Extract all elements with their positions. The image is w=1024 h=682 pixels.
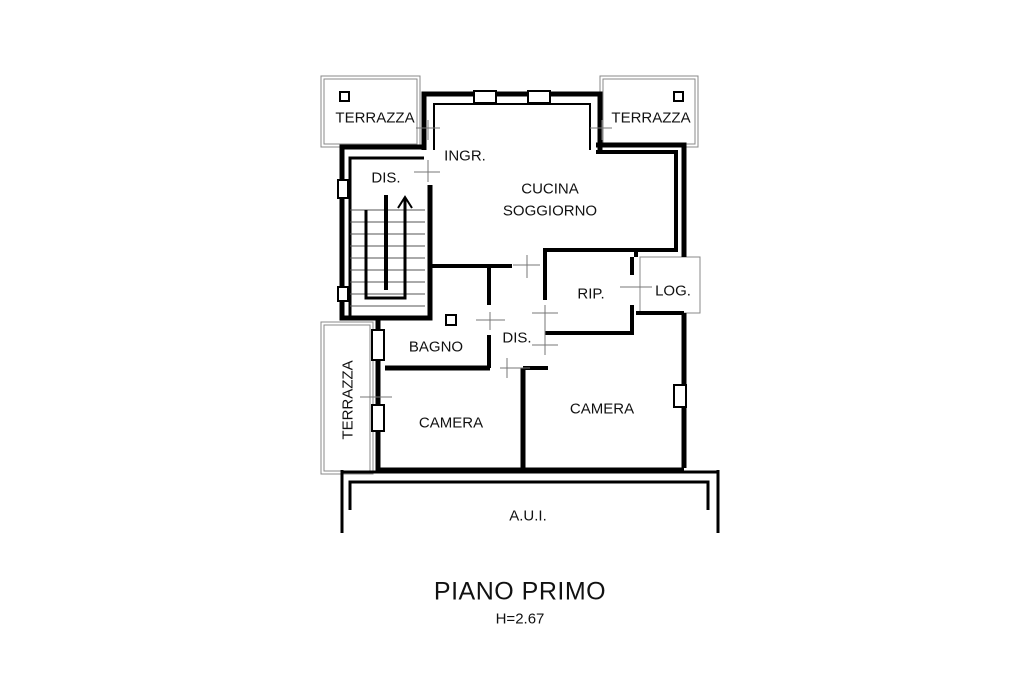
wall-rip [545, 257, 634, 335]
wall-right [596, 142, 687, 257]
wall-top [421, 91, 603, 150]
room-label-camera-right: CAMERA [569, 400, 635, 418]
wall-bottom [375, 320, 684, 473]
staircase [350, 195, 425, 307]
room-label-ripostiglio: RIP. [577, 285, 605, 303]
terrace-w-outline [320, 321, 374, 475]
room-label-soggiorno: SOGGIORNO [502, 202, 598, 220]
aui-outline [340, 470, 720, 533]
wall-left [339, 144, 424, 321]
room-label-bagno: BAGNO [408, 338, 464, 356]
room-label-cucina: CUCINA [521, 180, 579, 198]
room-label-loggia: LOG. [655, 282, 691, 300]
pillar-bagno [445, 314, 457, 326]
room-label-terrazza-ne: TERRAZZA [611, 109, 691, 127]
room-label-camera-left: CAMERA [418, 414, 484, 432]
room-label-dis-mid: DIS. [502, 329, 532, 347]
plan-height-note: H=2.67 [495, 610, 545, 628]
room-label-terrazza-nw: TERRAZZA [335, 109, 415, 127]
room-label-dis-top: DIS. [371, 169, 401, 187]
pillar-nw [339, 91, 350, 102]
plan-title: PIANO PRIMO [433, 577, 607, 606]
room-label-terrazza-w: TERRAZZA [339, 360, 357, 440]
pillar-ne [673, 91, 684, 102]
room-label-aui: A.U.I. [509, 507, 547, 525]
room-label-ingresso: INGR. [444, 147, 486, 165]
stair-arrow-icon [397, 195, 413, 215]
